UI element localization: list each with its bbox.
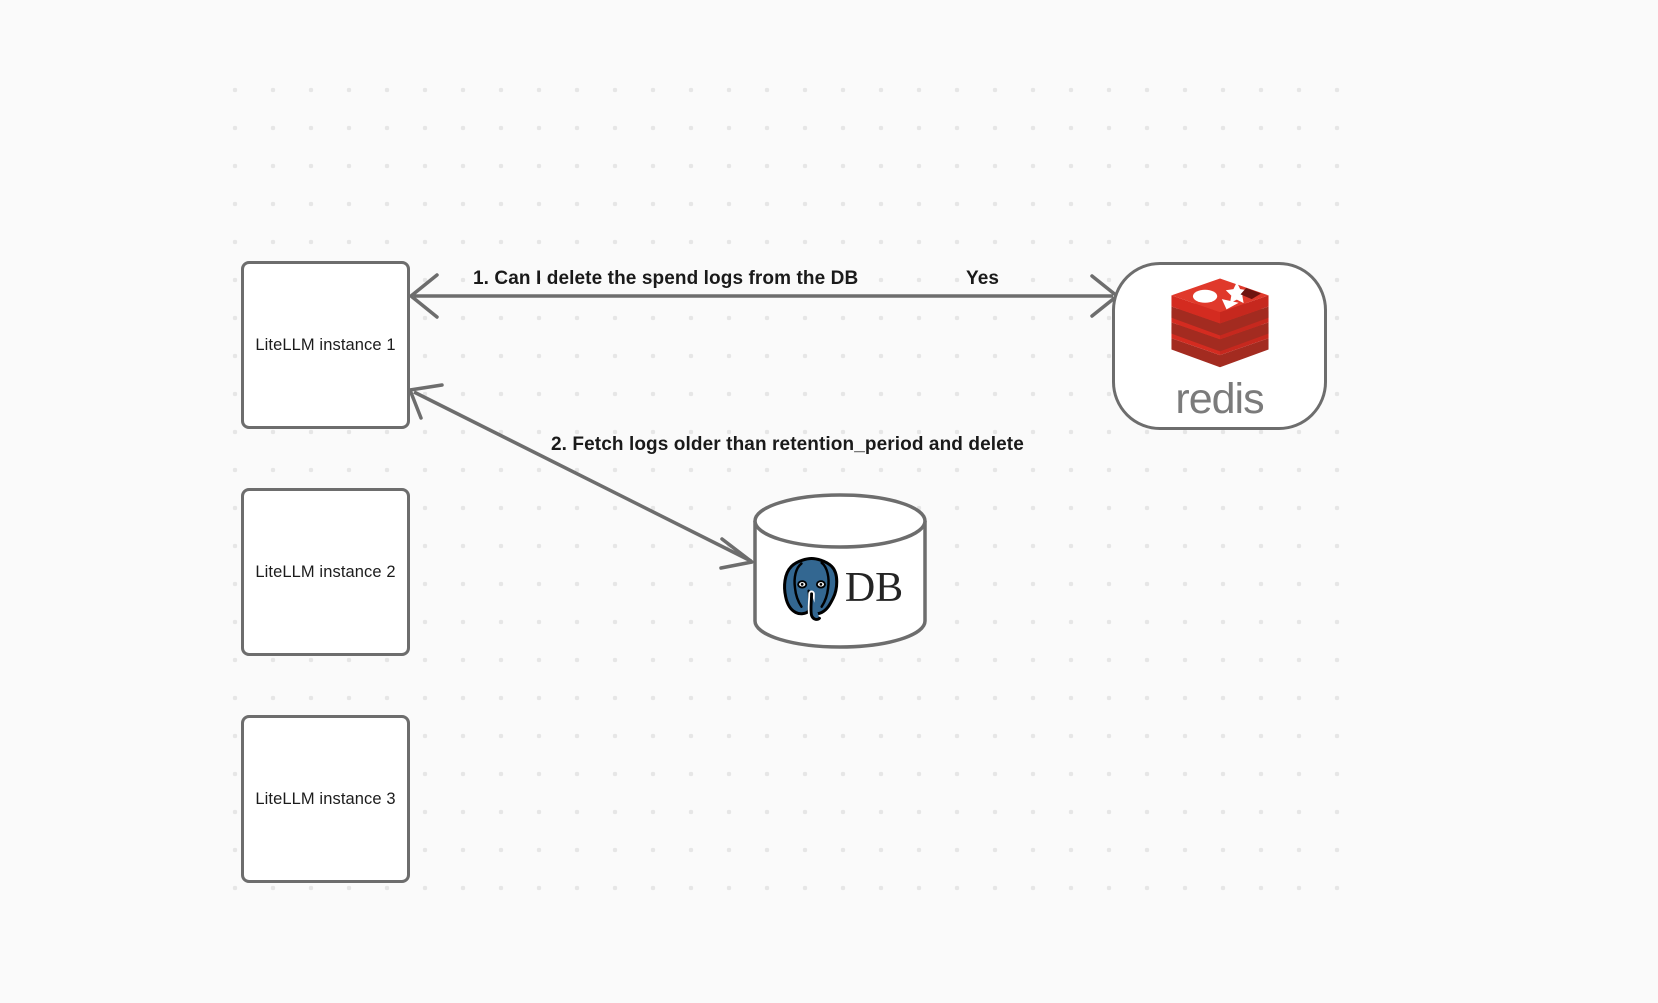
edge-label-redis-answer: Yes (966, 268, 1000, 289)
redis-logo-icon (1164, 272, 1276, 384)
redis-wordmark-label: redis (1175, 374, 1264, 423)
node-database[interactable]: DB (752, 492, 928, 650)
node-litellm-instance-1[interactable]: LiteLLM instance 1 (241, 261, 410, 429)
db-label: DB (844, 565, 904, 611)
node-litellm-instance-3[interactable]: LiteLLM instance 3 (241, 715, 410, 883)
edge-label-redis-question: 1. Can I delete the spend logs from the … (473, 268, 859, 289)
node-litellm-instance-2[interactable]: LiteLLM instance 2 (241, 488, 410, 656)
node-litellm-instance-1-label: LiteLLM instance 1 (255, 335, 396, 354)
edge-label-db-fetch: 2. Fetch logs older than retention_perio… (551, 434, 1024, 455)
node-litellm-instance-3-label: LiteLLM instance 3 (255, 789, 396, 808)
node-litellm-instance-2-label: LiteLLM instance 2 (255, 562, 396, 581)
postgresql-elephant-icon (777, 552, 849, 624)
node-redis[interactable]: redis (1112, 262, 1327, 430)
